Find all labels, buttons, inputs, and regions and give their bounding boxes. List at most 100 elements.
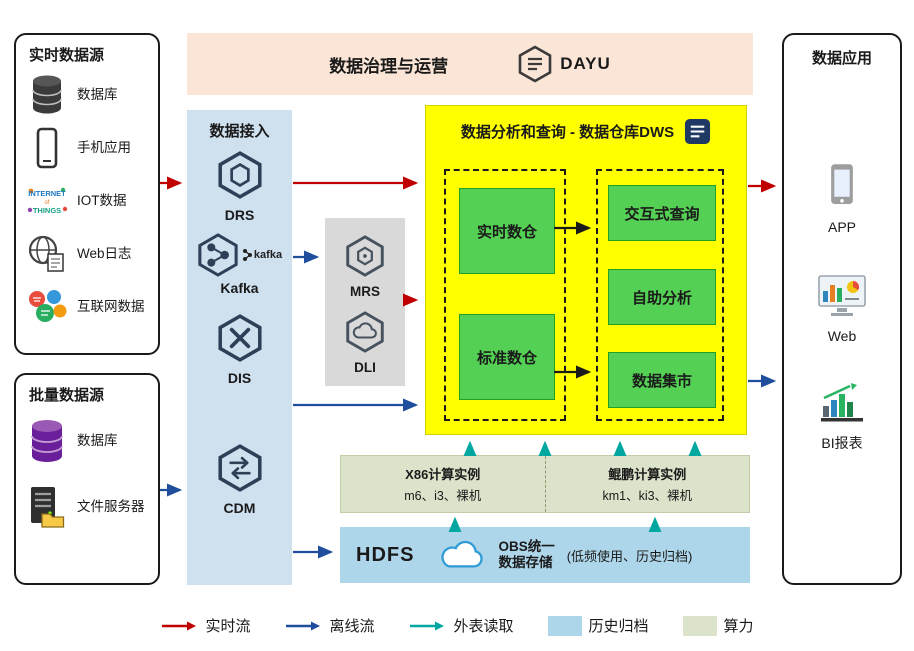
web-icon [818, 275, 866, 316]
batch-sources-title: 批量数据源 [29, 387, 105, 404]
file-server-icon [24, 485, 70, 529]
governance-title: 数据治理与运营 [329, 56, 449, 76]
source-label: 文件服务器 [77, 499, 145, 515]
ingest-label-kafka: Kafka [220, 280, 259, 296]
dws-warehouse-group: 实时数仓 标准数仓 [444, 169, 566, 421]
processing-label-mrs: MRS [350, 284, 380, 299]
history-archive-swatch [547, 615, 582, 636]
kafka-logo-icon [242, 249, 252, 261]
governance-banner: 数据治理与运营 DAYU [187, 33, 753, 95]
ingest-label-cdm: CDM [223, 500, 256, 516]
bi-label: BI报表 [821, 435, 863, 451]
source-item-internet-data: 互联网数据 [16, 280, 158, 333]
ingestion-panel: 数据接入 DRS [187, 110, 292, 585]
legend-item-external-read: 外表读取 [408, 615, 514, 636]
app-icon [831, 164, 853, 204]
drs-icon [217, 151, 262, 199]
applications-box: 数据应用 APP Web [782, 33, 902, 585]
source-label: 数据库 [77, 86, 118, 102]
mobile-icon [24, 127, 70, 169]
node-label: 交互式查询 [624, 205, 700, 223]
dayu-icon [518, 45, 552, 83]
dws-title: 数据分析和查询 - 数据仓库DWS [460, 124, 675, 141]
source-item-mobile: 手机应用 [16, 121, 158, 174]
batch-sources-box: 批量数据源 数据库 文件服务器 [14, 373, 160, 585]
obs-line-2: 数据存储 [498, 555, 553, 570]
web-label: Web [827, 328, 857, 344]
dws-panel: 数据分析和查询 - 数据仓库DWS 实时数仓 标准数仓 交互式查询 自助分析 数… [425, 105, 747, 435]
compute-power-swatch [682, 615, 717, 636]
app-label: APP [827, 219, 856, 235]
storage-note: (低频使用、历史归档) [566, 548, 693, 564]
source-label: 互联网数据 [77, 298, 145, 314]
legend-item-history-archive: 历史归档 [547, 615, 649, 636]
processing-label-dli: DLI [354, 360, 376, 375]
bi-icon [821, 383, 863, 422]
web-log-icon [24, 234, 70, 274]
dayu-logo: DAYU [518, 45, 611, 83]
kunpeng-spec: km1、ki3、裸机 [602, 489, 693, 503]
node-interactive-query: 交互式查询 [608, 185, 716, 241]
database-icon [24, 74, 70, 116]
svg-text:THINGS: THINGS [33, 206, 61, 215]
legend-label: 历史归档 [588, 618, 649, 635]
app-item-bi: BI报表 [784, 380, 900, 453]
compute-x86: X86计算实例 m6、i3、裸机 [341, 456, 545, 512]
dis-icon [217, 314, 262, 362]
obs-label: OBS统一 数据存储 [498, 539, 554, 571]
legend-item-compute-power: 算力 [682, 615, 754, 636]
source-item-database-purple: 数据库 [16, 408, 158, 474]
obs-cloud-icon [441, 540, 484, 568]
kafka-icon [198, 233, 238, 277]
app-item-app: APP [784, 160, 900, 235]
obs-line-1: OBS统一 [498, 538, 555, 554]
ingest-item-drs: DRS [187, 150, 292, 223]
realtime-sources-box: 实时数据源 数据库 手机应用 INTERNET of THINGS IOT数 [14, 33, 160, 355]
dws-doc-icon [685, 118, 711, 145]
legend-item-offline-flow: 离线流 [284, 615, 374, 636]
svg-text:INTERNET: INTERNET [28, 189, 66, 198]
mrs-icon [346, 235, 384, 277]
kafka-wordmark-text: kafka [253, 249, 283, 261]
legend-label: 实时流 [205, 618, 251, 635]
ingest-item-cdm: CDM [187, 443, 292, 516]
node-realtime-warehouse: 实时数仓 [459, 188, 555, 274]
hdfs-label: HDFS [356, 543, 415, 566]
iot-icon: INTERNET of THINGS [24, 183, 70, 219]
processing-item-dli: DLI [325, 310, 405, 375]
node-label: 标准数仓 [476, 349, 537, 367]
node-data-mart: 数据集市 [608, 352, 716, 408]
source-label: 数据库 [77, 433, 118, 449]
svg-text:of: of [44, 200, 49, 206]
legend: 实时流 离线流 外表读取 历史归档 算力 [0, 615, 914, 636]
node-label: 实时数仓 [476, 223, 537, 241]
source-label: Web日志 [77, 245, 132, 261]
source-item-weblog: Web日志 [16, 227, 158, 280]
source-item-iot: INTERNET of THINGS IOT数据 [16, 174, 158, 227]
node-standard-warehouse: 标准数仓 [459, 314, 555, 400]
app-item-web: Web [784, 273, 900, 344]
node-label: 数据集市 [631, 372, 692, 390]
storage-panel: HDFS OBS统一 数据存储 (低频使用、历史归档) [340, 527, 750, 583]
ingest-item-kafka: kafka Kafka [187, 232, 292, 296]
node-label: 自助分析 [631, 289, 692, 307]
x86-spec: m6、i3、裸机 [404, 489, 482, 503]
database-purple-icon [24, 418, 70, 464]
legend-item-realtime-flow: 实时流 [160, 615, 250, 636]
compute-panel: X86计算实例 m6、i3、裸机 鲲鹏计算实例 km1、ki3、裸机 [340, 455, 750, 513]
legend-label: 离线流 [329, 618, 375, 635]
source-label: IOT数据 [77, 192, 127, 208]
dayu-text: DAYU [560, 54, 611, 73]
dli-icon [346, 311, 384, 353]
x86-title: X86计算实例 [405, 467, 481, 482]
ingest-item-dis: DIS [187, 313, 292, 386]
legend-label: 算力 [723, 618, 754, 635]
kafka-wordmark: kafka [242, 248, 282, 262]
realtime-flow-arrow-icon [162, 621, 197, 630]
offline-flow-arrow-icon [286, 621, 321, 630]
source-item-file-server: 文件服务器 [16, 474, 158, 540]
ingestion-title: 数据接入 [209, 123, 270, 140]
internet-data-icon [24, 288, 70, 326]
ingest-label-drs: DRS [224, 207, 255, 223]
